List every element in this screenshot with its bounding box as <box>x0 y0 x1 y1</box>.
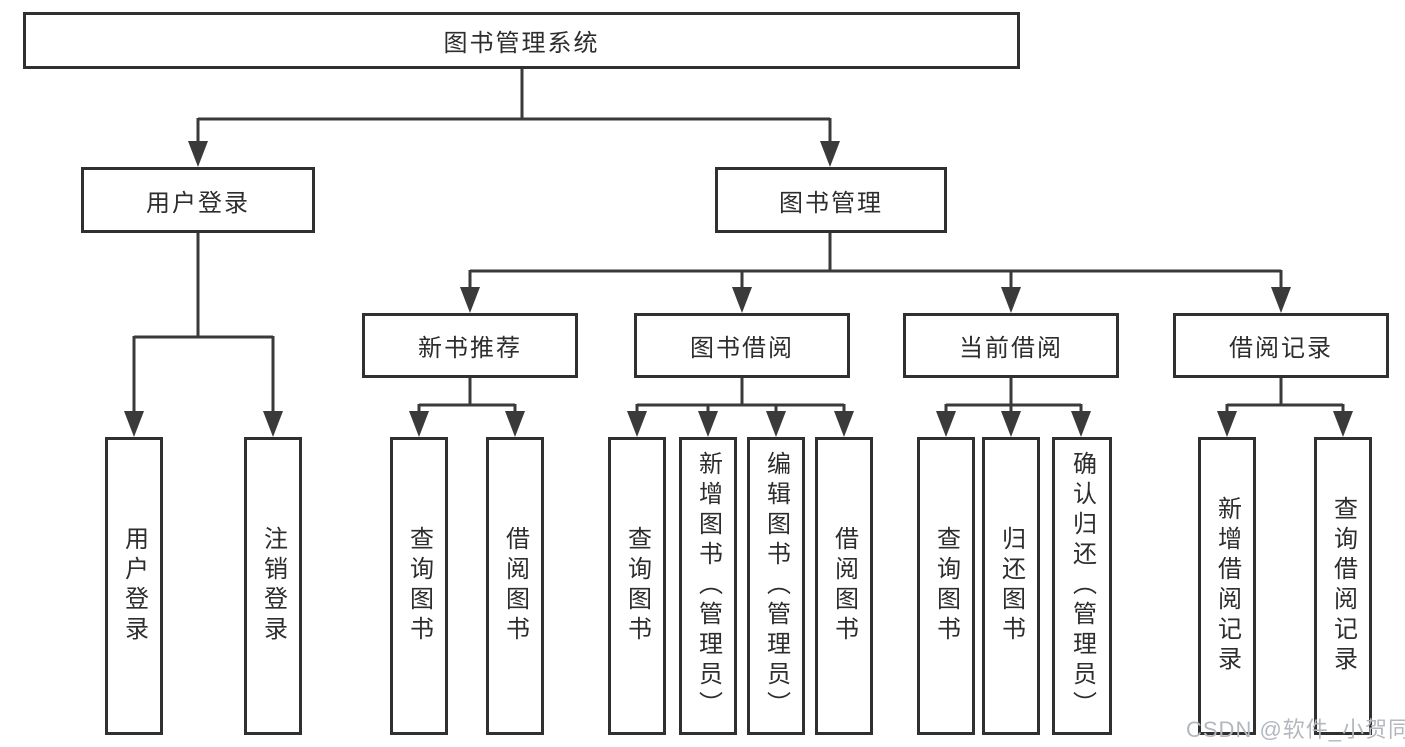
node-leaf-return-books-label: 归还图书 <box>997 526 1025 646</box>
node-leaf-query-books-2: 查询图书 <box>608 437 666 735</box>
node-leaf-add-borrow-record: 新增借阅记录 <box>1198 437 1256 735</box>
node-leaf-logout-label: 注销登录 <box>259 526 287 646</box>
node-root: 图书管理系统 <box>23 12 1020 69</box>
node-leaf-edit-books-admin: 编辑图书（管理员） <box>747 437 805 735</box>
node-leaf-add-borrow-record-label: 新增借阅记录 <box>1213 496 1241 676</box>
node-leaf-query-borrow-record: 查询借阅记录 <box>1314 437 1372 735</box>
node-borrowing-records-label: 借阅记录 <box>1229 335 1333 362</box>
node-leaf-query-borrow-record-label: 查询借阅记录 <box>1329 496 1357 676</box>
node-leaf-query-books-1-label: 查询图书 <box>405 526 433 646</box>
node-book-management: 图书管理 <box>715 167 947 233</box>
node-root-label: 图书管理系统 <box>443 30 600 57</box>
csdn-watermark: CSDN @软件_小贺同学 <box>1186 717 1405 742</box>
node-book-borrowing-label: 图书借阅 <box>690 335 794 362</box>
node-leaf-query-books-1: 查询图书 <box>390 437 448 735</box>
node-leaf-query-books-2-label: 查询图书 <box>623 526 651 646</box>
node-leaf-borrow-books-2: 借阅图书 <box>815 437 873 735</box>
node-leaf-borrow-books-1-label: 借阅图书 <box>501 526 529 646</box>
node-borrowing-records: 借阅记录 <box>1173 313 1389 378</box>
node-leaf-query-books-3: 查询图书 <box>917 437 975 735</box>
node-user-login-label: 用户登录 <box>146 189 250 217</box>
node-leaf-return-books: 归还图书 <box>982 437 1040 735</box>
node-new-book-recommend-label: 新书推荐 <box>418 335 522 362</box>
node-user-login: 用户登录 <box>81 167 315 233</box>
node-leaf-borrow-books-2-label: 借阅图书 <box>830 526 858 646</box>
node-current-borrowing: 当前借阅 <box>903 313 1119 378</box>
node-leaf-logout: 注销登录 <box>244 437 302 735</box>
node-book-management-label: 图书管理 <box>779 189 883 217</box>
node-new-book-recommend: 新书推荐 <box>362 313 578 378</box>
node-current-borrowing-label: 当前借阅 <box>959 335 1063 362</box>
node-book-borrowing: 图书借阅 <box>634 313 850 378</box>
node-leaf-login: 用户登录 <box>105 437 163 735</box>
node-leaf-borrow-books-1: 借阅图书 <box>486 437 544 735</box>
node-leaf-add-books-admin: 新增图书（管理员） <box>679 437 737 735</box>
node-leaf-edit-books-admin-label: 编辑图书（管理员） <box>762 451 790 721</box>
node-leaf-confirm-return-admin: 确认归还（管理员） <box>1052 437 1112 735</box>
node-leaf-login-label: 用户登录 <box>120 526 148 646</box>
node-leaf-query-books-3-label: 查询图书 <box>932 526 960 646</box>
node-leaf-confirm-return-admin-label: 确认归还（管理员） <box>1068 451 1096 721</box>
node-leaf-add-books-admin-label: 新增图书（管理员） <box>694 451 722 721</box>
